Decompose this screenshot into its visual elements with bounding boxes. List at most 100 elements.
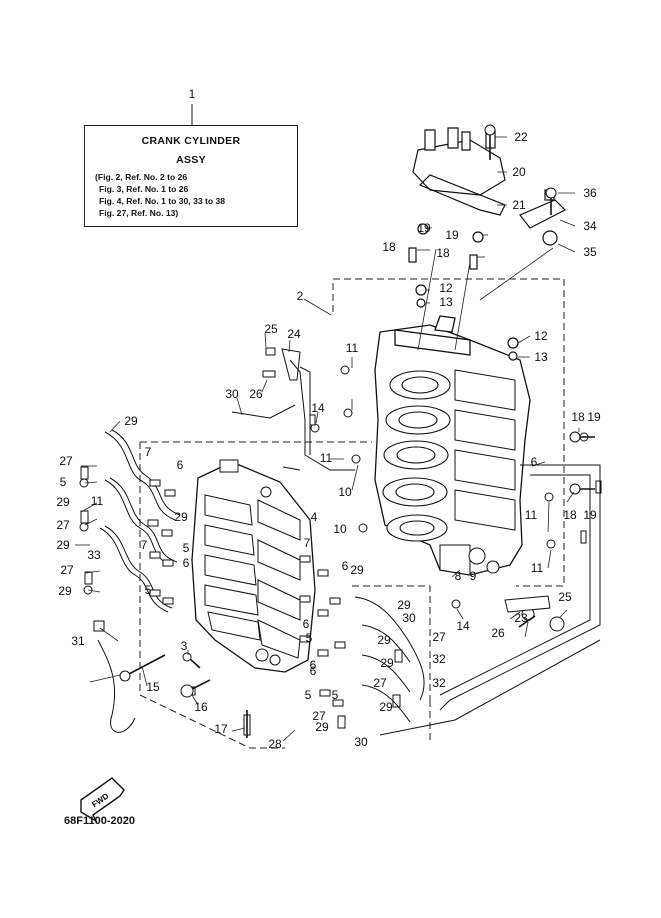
callout-number: 32: [432, 676, 446, 690]
loose-parts: [79, 347, 602, 736]
callout-number: 11: [320, 451, 333, 465]
callout-number: 1: [189, 87, 196, 101]
callout-number: 30: [402, 611, 416, 625]
callout-number: 29: [379, 700, 393, 714]
callout-number: 5: [60, 475, 67, 489]
callout-number: 14: [311, 401, 325, 415]
callout-number: 31: [71, 634, 85, 648]
callout-number: 29: [56, 538, 70, 552]
callout-number: 2: [297, 289, 304, 303]
callout-number: 30: [354, 735, 368, 749]
callout-number: 12: [534, 329, 548, 343]
callout-number: 11: [531, 561, 544, 575]
callout-number: 8: [455, 569, 462, 583]
ref-line-2: Fig. 3, Ref. No. 1 to 26: [99, 184, 189, 194]
callout-number: 11: [91, 494, 104, 508]
callout-number: 29: [124, 414, 138, 428]
callout-number: 6: [303, 617, 310, 631]
leader-lines: [75, 136, 580, 742]
callout-number: 9: [470, 569, 477, 583]
callout-number: 29: [56, 495, 70, 509]
callout-number: 7: [145, 445, 152, 459]
callout-number: 17: [214, 722, 228, 736]
callout-number: 6: [177, 458, 184, 472]
top-cover-parts: [408, 127, 567, 361]
callout-number: 29: [397, 598, 411, 612]
callout-number: 18: [382, 240, 396, 254]
callout-number: 19: [583, 508, 597, 522]
callout-number: 27: [59, 454, 73, 468]
callout-number: 29: [174, 510, 188, 524]
callout-number: 10: [333, 522, 347, 536]
callout-number: 29: [380, 656, 394, 670]
callout-number: 27: [373, 676, 387, 690]
callout-number: 29: [315, 720, 329, 734]
callout-number: 18: [571, 410, 585, 424]
callout-number: 27: [56, 518, 70, 532]
callout-number: 6: [310, 658, 317, 672]
title-line-2: ASSY: [176, 154, 206, 166]
callout-number: 5: [332, 688, 339, 702]
callout-number: 25: [264, 322, 278, 336]
ref-line-1: (Fig. 2, Ref. No. 2 to 26: [95, 172, 188, 182]
ref-line-3: Fig. 4, Ref. No. 1 to 30, 33 to 38: [99, 196, 226, 206]
callout-number: 21: [512, 198, 526, 212]
callout-number: 6: [342, 559, 349, 573]
callout-number: 23: [514, 611, 528, 625]
callout-number: 11: [346, 341, 359, 355]
title-line-1: CRANK CYLINDER: [141, 135, 241, 147]
callout-number: 10: [338, 485, 352, 499]
callout-number: 29: [350, 563, 364, 577]
callout-number: 26: [249, 387, 263, 401]
callout-number: 15: [146, 680, 160, 694]
callout-number: 5: [306, 631, 313, 645]
callout-number: 25: [558, 590, 572, 604]
callout-number: 27: [312, 709, 326, 723]
callout-number: 20: [512, 165, 526, 179]
callout-number: 28: [268, 737, 282, 751]
callout-number: 5: [305, 688, 312, 702]
callout-number: 16: [194, 700, 208, 714]
ref-line-4: Fig. 27, Ref. No. 13): [99, 208, 179, 218]
callout-number: 18: [436, 246, 450, 260]
diagram-code: 68F1100-2020: [64, 815, 135, 827]
callout-number: 32: [432, 652, 446, 666]
crankcase-block: [374, 315, 531, 576]
callout-number: 7: [141, 538, 148, 552]
callout-number: 7: [304, 536, 311, 550]
fwd-arrow: FWD: [80, 777, 125, 823]
callout-number: 34: [583, 219, 597, 233]
callout-number: 36: [583, 186, 597, 200]
callout-number: 33: [87, 548, 101, 562]
callout-number: 18: [563, 508, 577, 522]
callout-number: 4: [311, 510, 318, 524]
callout-number: 35: [583, 245, 597, 259]
callout-number: 5: [183, 541, 190, 555]
callout-number: 29: [58, 584, 72, 598]
callout-number: 27: [432, 630, 446, 644]
title-box: CRANK CYLINDER ASSY (Fig. 2, Ref. No. 2 …: [84, 125, 298, 227]
dashed-assembly-boundaries: [139, 278, 565, 749]
callout-number: 19: [445, 228, 459, 242]
callout-number: 19: [587, 410, 601, 424]
bolts: [126, 132, 595, 738]
callout-number: 13: [534, 350, 548, 364]
callout-number: 5: [145, 583, 152, 597]
callout-number: 22: [514, 130, 528, 144]
callout-number: 27: [60, 563, 74, 577]
callout-number: 13: [439, 295, 453, 309]
callout-number: 6: [183, 556, 190, 570]
callout-number: 12: [439, 281, 453, 295]
callout-number: 11: [525, 508, 538, 522]
callout-number: 3: [181, 639, 188, 653]
callout-number: 29: [377, 633, 391, 647]
callout-number: 14: [456, 619, 470, 633]
dowel-pins: [147, 479, 346, 707]
cylinder-block: [191, 459, 316, 673]
callout-number: 6: [531, 455, 538, 469]
callout-number: 19: [417, 221, 431, 235]
callout-number: 30: [225, 387, 239, 401]
